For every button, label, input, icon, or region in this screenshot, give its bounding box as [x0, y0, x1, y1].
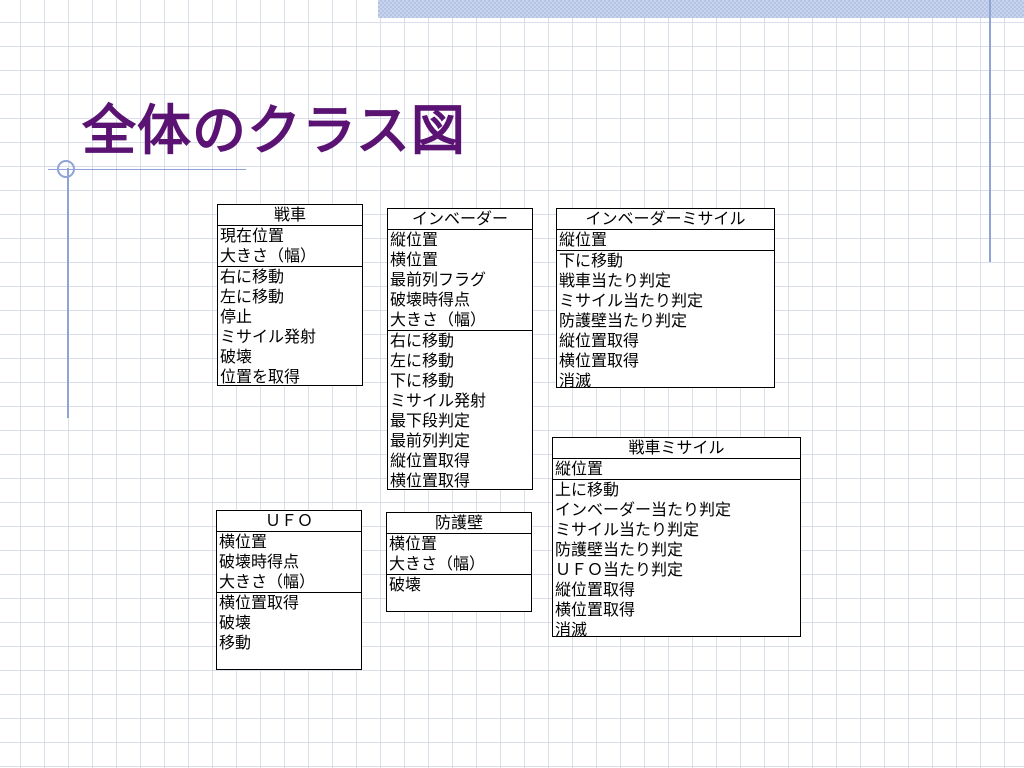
operation-item: 消滅 [555, 620, 588, 639]
class-box-invader-missile: インベーダーミサイル 縦位置 下に移動 戦車当たり判定 ミサイル当たり判定 防護… [556, 208, 775, 391]
attribute-item: 大きさ（幅） [220, 246, 317, 265]
class-operations: 横位置取得 破壊 移動 [217, 593, 361, 653]
class-operations: 破壊 [387, 575, 531, 595]
operation-item: 右に移動 [390, 331, 455, 350]
class-box-invader: インベーダー 縦位置 横位置 最前列フラグ 破壊時得点 大きさ（幅） 右に移動 … [387, 208, 533, 490]
operation-item: 横位置取得 [390, 471, 471, 490]
operation-item: 破壊 [220, 347, 253, 366]
operation-item: 最前列判定 [390, 431, 471, 450]
operation-item: インベーダー当たり判定 [555, 500, 732, 519]
class-attributes: 横位置 破壊時得点 大きさ（幅） [217, 532, 361, 593]
class-operations: 右に移動 左に移動 停止 ミサイル発射 破壊 位置を取得 [218, 267, 362, 387]
operation-item: 移動 [219, 633, 252, 652]
operation-item: 破壊 [389, 575, 422, 594]
class-box-ufo: ＵＦＯ 横位置 破壊時得点 大きさ（幅） 横位置取得 破壊 移動 [216, 510, 362, 670]
class-operations: 下に移動 戦車当たり判定 ミサイル当たり判定 防護壁当たり判定 縦位置取得 横位… [557, 251, 774, 391]
operation-item: ミサイル当たり判定 [555, 520, 700, 539]
class-operations: 上に移動 インベーダー当たり判定 ミサイル当たり判定 防護壁当たり判定 ＵＦＯ当… [553, 480, 800, 640]
operation-item: 防護壁当たり判定 [559, 311, 688, 330]
operation-item: ＵＦＯ当たり判定 [555, 560, 684, 579]
operation-item: 横位置取得 [559, 351, 640, 370]
attribute-item: 現在位置 [220, 226, 285, 245]
decorative-vertical-line-right [989, 0, 991, 262]
decorative-top-band [378, 0, 1024, 18]
operation-item: ミサイル発射 [220, 327, 317, 346]
operation-item: 破壊 [219, 613, 252, 632]
operation-item: 横位置取得 [219, 593, 300, 612]
class-attributes: 横位置 大きさ（幅） [387, 534, 531, 575]
operation-item: 横位置取得 [555, 600, 636, 619]
operation-item: 縦位置取得 [559, 331, 640, 350]
class-name: インベーダー [388, 209, 532, 230]
attribute-item: 大きさ（幅） [389, 554, 486, 573]
operation-item: 左に移動 [220, 287, 285, 306]
attribute-item: 破壊時得点 [219, 552, 300, 571]
class-box-tank-missile: 戦車ミサイル 縦位置 上に移動 インベーダー当たり判定 ミサイル当たり判定 防護… [552, 437, 801, 640]
operation-item: 最下段判定 [390, 411, 471, 430]
attribute-item: 最前列フラグ [390, 270, 487, 289]
operation-item: 消滅 [559, 371, 592, 390]
operation-item: 上に移動 [555, 480, 620, 499]
attribute-item: 横位置 [389, 534, 438, 553]
attribute-item: 大きさ（幅） [219, 572, 316, 591]
attribute-item: 横位置 [390, 250, 439, 269]
class-attributes: 縦位置 [553, 459, 800, 480]
operation-item: 下に移動 [390, 371, 455, 390]
attribute-item: 大きさ（幅） [390, 310, 487, 329]
class-attributes: 縦位置 横位置 最前列フラグ 破壊時得点 大きさ（幅） [388, 230, 532, 331]
attribute-item: 破壊時得点 [390, 290, 471, 309]
class-name: 防護壁 [387, 513, 531, 534]
class-attributes: 現在位置 大きさ（幅） [218, 226, 362, 267]
slide-title: 全体のクラス図 [82, 99, 466, 162]
class-box-tank: 戦車 現在位置 大きさ（幅） 右に移動 左に移動 停止 ミサイル発射 破壊 位置… [217, 204, 363, 386]
operation-item: 停止 [220, 307, 253, 326]
decorative-horizontal-line [48, 169, 246, 170]
operation-item: 縦位置取得 [390, 451, 471, 470]
attribute-item: 縦位置 [555, 459, 604, 478]
class-name: 戦車 [218, 205, 362, 226]
operation-item: 下に移動 [559, 251, 624, 270]
decorative-vertical-line-left [67, 168, 69, 418]
class-operations: 右に移動 左に移動 下に移動 ミサイル発射 最下段判定 最前列判定 縦位置取得 … [388, 331, 532, 491]
class-name: 戦車ミサイル [553, 438, 800, 459]
operation-item: 縦位置取得 [555, 580, 636, 599]
class-name: インベーダーミサイル [557, 209, 774, 230]
operation-item: 右に移動 [220, 267, 285, 286]
operation-item: ミサイル発射 [390, 391, 487, 410]
operation-item: 防護壁当たり判定 [555, 540, 684, 559]
attribute-item: 縦位置 [390, 230, 439, 249]
decorative-ring-icon [57, 160, 75, 178]
attribute-item: 縦位置 [559, 230, 608, 249]
attribute-item: 横位置 [219, 532, 268, 551]
class-box-barrier: 防護壁 横位置 大きさ（幅） 破壊 [386, 512, 532, 612]
operation-item: 左に移動 [390, 351, 455, 370]
operation-item: ミサイル当たり判定 [559, 291, 704, 310]
class-attributes: 縦位置 [557, 230, 774, 251]
operation-item: 位置を取得 [220, 367, 301, 386]
operation-item: 戦車当たり判定 [559, 271, 672, 290]
class-name: ＵＦＯ [217, 511, 361, 532]
